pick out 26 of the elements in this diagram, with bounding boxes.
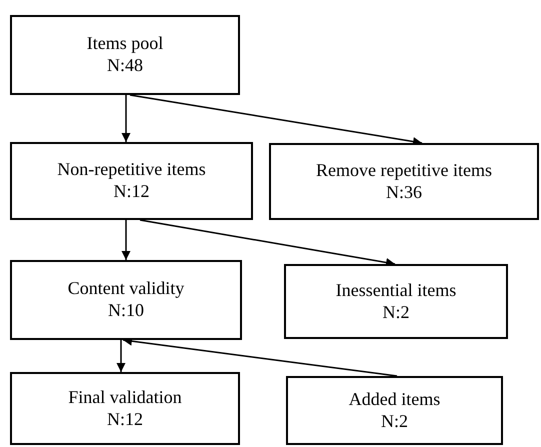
process-box (10, 260, 242, 340)
arrow (130, 94, 422, 146)
box-title: Items pool (86, 33, 164, 55)
item-count: N:12 (107, 408, 143, 430)
process-box (284, 264, 508, 339)
arrow (140, 219, 396, 267)
item-count: N:36 (386, 182, 422, 204)
process-box (10, 15, 240, 95)
arrow (122, 220, 130, 260)
box-title: Non-repetitive items (57, 159, 206, 181)
box-title: Content validity (68, 278, 184, 300)
arrow (116, 340, 126, 372)
process-box (269, 143, 539, 220)
process-box (286, 376, 503, 445)
box-title: Added items (348, 388, 440, 410)
item-count: N:2 (382, 302, 410, 324)
item-count: N:12 (114, 181, 150, 203)
process-box (10, 142, 253, 220)
box-title: Inessential items (336, 280, 456, 302)
item-count: N:48 (107, 55, 143, 77)
box-title: Remove repetitive items (316, 160, 492, 182)
process-box (10, 372, 240, 445)
item-count: N:2 (381, 410, 408, 432)
item-count: N:10 (108, 300, 144, 322)
arrow (122, 95, 130, 142)
box-title: Final validation (68, 386, 182, 408)
